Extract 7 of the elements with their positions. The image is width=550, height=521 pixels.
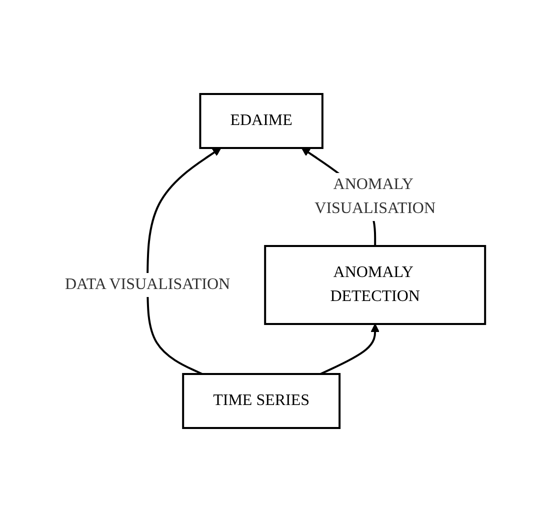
arrow xyxy=(320,323,380,374)
node-box: TIME SERIES xyxy=(182,372,340,428)
node-box: ANOMALY DETECTION xyxy=(264,244,486,324)
edge-label: DATA VISUALISATION xyxy=(64,276,230,292)
node-box: EDAIME xyxy=(199,92,324,148)
edge-label: ANOMALY VISUALISATION xyxy=(314,176,436,216)
arrow xyxy=(146,147,222,374)
